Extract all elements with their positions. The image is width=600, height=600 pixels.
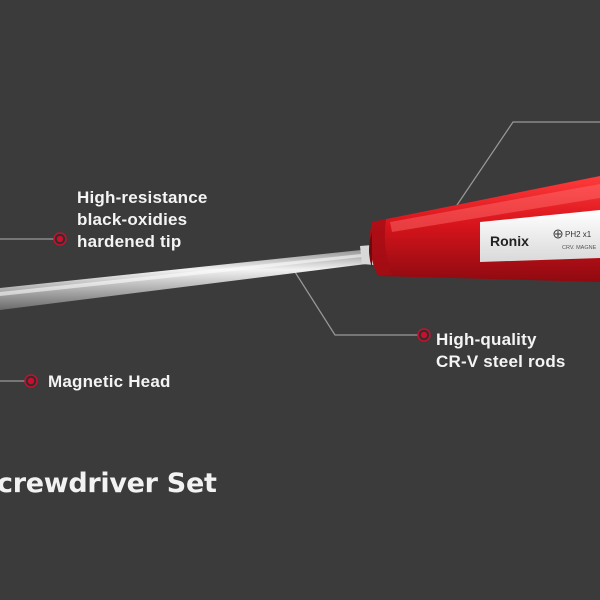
leader-handle	[454, 121, 600, 209]
callout-dots	[24, 232, 431, 388]
callout-tip-line-1: High-resistance	[77, 188, 208, 207]
handle-spec: PH2 x1	[565, 230, 592, 239]
callout-head-line-1: Magnetic Head	[48, 372, 171, 391]
callout-rod-line-1: High-quality	[436, 330, 537, 349]
callout-tip-line-3: hardened tip	[77, 232, 182, 251]
callout-rod: High-quality CR-V steel rods	[436, 329, 566, 373]
callout-rod-line-2: CR-V steel rods	[436, 352, 566, 371]
leader-rod	[294, 271, 422, 336]
handle	[369, 176, 600, 282]
page-title: crewdriver Set	[0, 468, 217, 499]
brand-logo: Ronix	[490, 233, 529, 249]
handle-material: CRV. MAGNE	[562, 245, 597, 251]
handle-label	[480, 210, 600, 262]
callout-head: Magnetic Head	[48, 371, 171, 393]
callout-tip-line-2: black-oxidies	[77, 210, 188, 229]
callout-tip: High-resistance black-oxidies hardened t…	[77, 187, 208, 253]
phillips-icon	[553, 229, 563, 239]
leader-lines	[0, 121, 600, 382]
shaft	[0, 244, 387, 310]
